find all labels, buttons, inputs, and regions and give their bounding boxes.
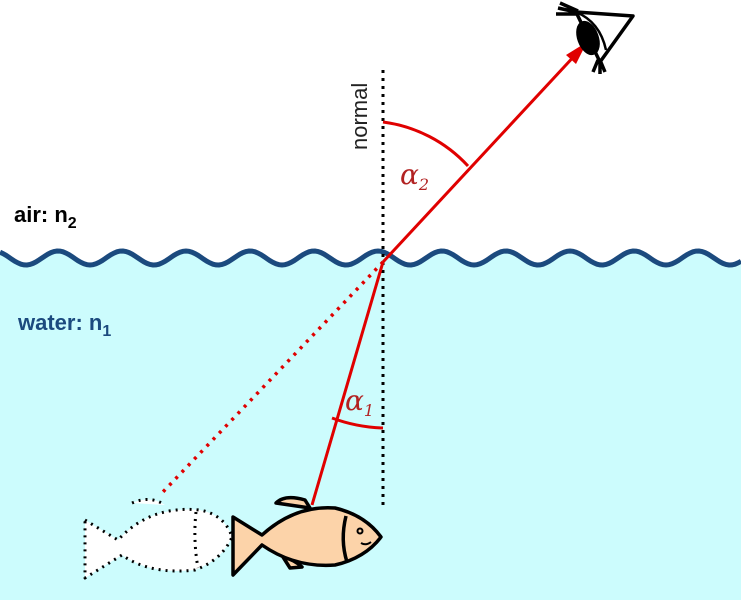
air-label: air: n2 bbox=[14, 202, 77, 232]
water-label: water: n1 bbox=[17, 310, 111, 340]
angle-arc-alpha1 bbox=[331, 416, 384, 430]
alpha1-label: α1 bbox=[345, 384, 374, 420]
ray-in-water bbox=[310, 261, 385, 506]
normal-label: normal bbox=[347, 83, 372, 150]
fish-icon bbox=[231, 495, 383, 577]
water-surface-wave bbox=[0, 248, 741, 268]
ray-in-air bbox=[381, 50, 580, 264]
apparent-fish-icon bbox=[83, 498, 234, 580]
alpha2-label: α2 bbox=[400, 158, 429, 194]
observer-eye-icon bbox=[556, 1, 635, 74]
angle-arc-alpha2 bbox=[382, 120, 470, 168]
